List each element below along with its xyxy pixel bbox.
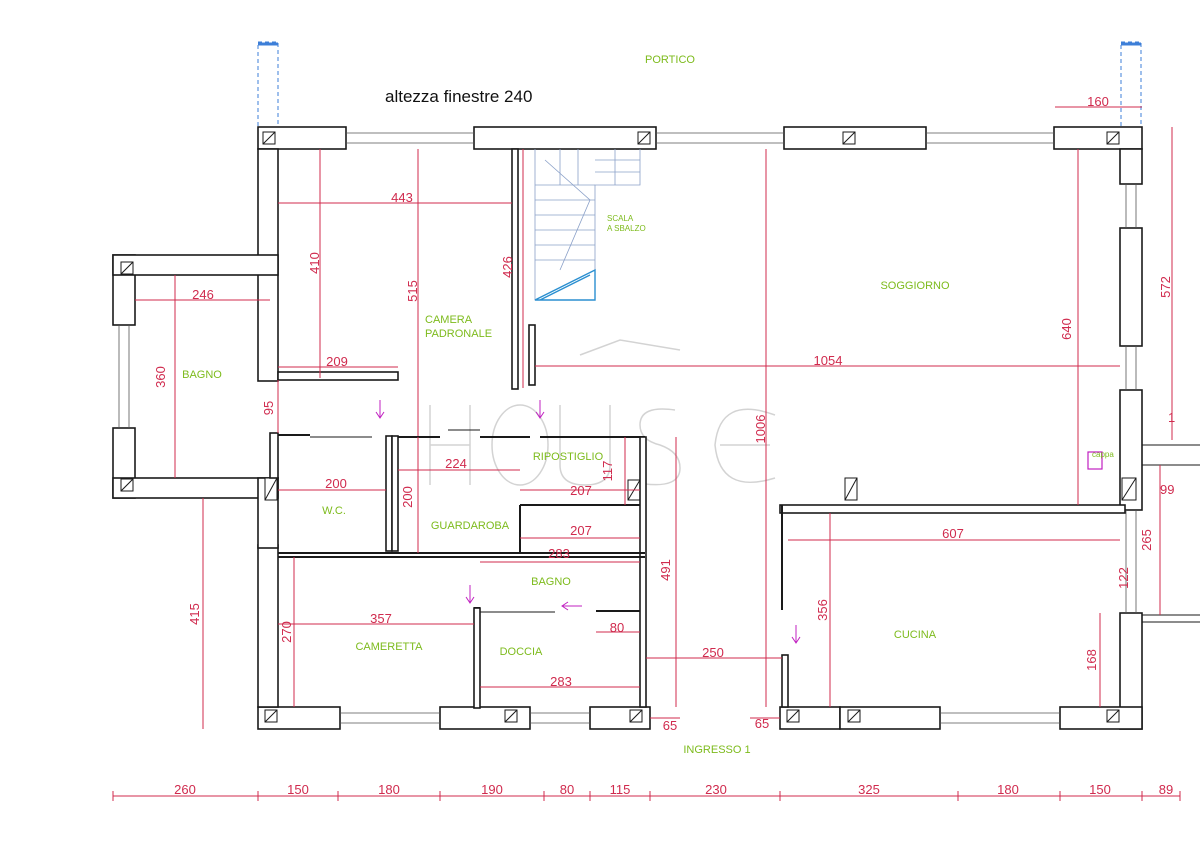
dimension-labels: 160 443 410 515 426 246 360 209 95 1054 … — [153, 94, 1175, 733]
dim-250: 250 — [702, 645, 724, 660]
label-cappa: cappa — [1092, 450, 1114, 459]
dim-1054: 1054 — [814, 353, 843, 368]
dim-224: 224 — [445, 456, 467, 471]
dim-515: 515 — [405, 280, 420, 302]
dim-356: 356 — [815, 599, 830, 621]
label-cucina: CUCINA — [894, 629, 937, 641]
dim-95: 95 — [261, 401, 276, 415]
dim-80: 80 — [610, 620, 624, 635]
bottom-dimension-chain: 260 150 180 190 80 115 230 325 180 150 89 — [112, 782, 1181, 801]
dim-168: 168 — [1084, 649, 1099, 671]
dim-65-right: 65 — [755, 716, 769, 731]
dim-160: 160 — [1087, 94, 1109, 109]
bottom-dim-label: 150 — [1089, 782, 1111, 797]
dim-491: 491 — [658, 559, 673, 581]
dim-200-guardaroba: 200 — [400, 486, 415, 508]
dim-640: 640 — [1059, 318, 1074, 340]
dim-426: 426 — [500, 256, 515, 278]
dim-572: 572 — [1158, 276, 1173, 298]
label-bagno-1: BAGNO — [182, 369, 222, 381]
dim-99: 99 — [1160, 482, 1174, 497]
label-guardaroba: GUARDAROBA — [431, 520, 510, 532]
bottom-dim-label: 260 — [174, 782, 196, 797]
staircase — [534, 149, 641, 301]
dim-209: 209 — [326, 354, 348, 369]
label-wc: W.C. — [322, 505, 346, 517]
dim-122: 122 — [1116, 567, 1131, 589]
label-scala-1: SCALA — [607, 214, 634, 223]
bottom-dim-label: 325 — [858, 782, 880, 797]
label-bagno-2: BAGNO — [531, 576, 571, 588]
bottom-dim-label: 115 — [610, 782, 631, 797]
bottom-dim-label: 190 — [481, 782, 503, 797]
label-ingresso: INGRESSO 1 — [683, 744, 750, 756]
bottom-dim-label: 230 — [705, 782, 727, 797]
label-cameretta: CAMERETTA — [355, 641, 423, 653]
label-scala-2: A SBALZO — [607, 224, 646, 233]
dim-410: 410 — [307, 252, 322, 274]
dim-207-bottom: 207 — [570, 523, 592, 538]
dim-1: 1 — [1168, 410, 1175, 425]
bottom-dim-label: 180 — [997, 782, 1019, 797]
label-portico: PORTICO — [645, 54, 695, 66]
watermark-logo — [429, 339, 776, 486]
dimension-lines — [113, 106, 1180, 797]
interior-walls — [269, 148, 1200, 709]
dim-65-left: 65 — [663, 718, 677, 733]
dim-270: 270 — [279, 621, 294, 643]
dim-357: 357 — [370, 611, 392, 626]
door-markers — [310, 400, 1103, 644]
label-camera-2: PADRONALE — [425, 328, 492, 340]
window-height-note: altezza finestre 240 — [385, 87, 532, 106]
dim-207-top: 207 — [570, 483, 592, 498]
dim-443: 443 — [391, 190, 413, 205]
label-soggiorno: SOGGIORNO — [880, 280, 950, 292]
bottom-dim-label: 80 — [560, 782, 574, 797]
dim-265: 265 — [1139, 529, 1154, 551]
dim-246: 246 — [192, 287, 214, 302]
dim-607: 607 — [942, 526, 964, 541]
label-ripostiglio: RIPOSTIGLIO — [533, 451, 604, 463]
bottom-dim-label: 150 — [287, 782, 309, 797]
label-camera-1: CAMERA — [425, 314, 473, 326]
dim-283-bottom: 283 — [550, 674, 572, 689]
dim-1006: 1006 — [753, 415, 768, 444]
dim-415: 415 — [187, 603, 202, 625]
exterior-walls — [112, 126, 1143, 730]
bottom-dim-label: 89 — [1159, 782, 1173, 797]
dim-117: 117 — [600, 461, 615, 482]
label-doccia: DOCCIA — [500, 646, 543, 658]
dim-360: 360 — [153, 366, 168, 388]
bottom-dim-label: 180 — [378, 782, 400, 797]
portico-columns — [257, 41, 1142, 128]
dim-200-wc: 200 — [325, 476, 347, 491]
dim-283-top: 283 — [548, 546, 570, 561]
